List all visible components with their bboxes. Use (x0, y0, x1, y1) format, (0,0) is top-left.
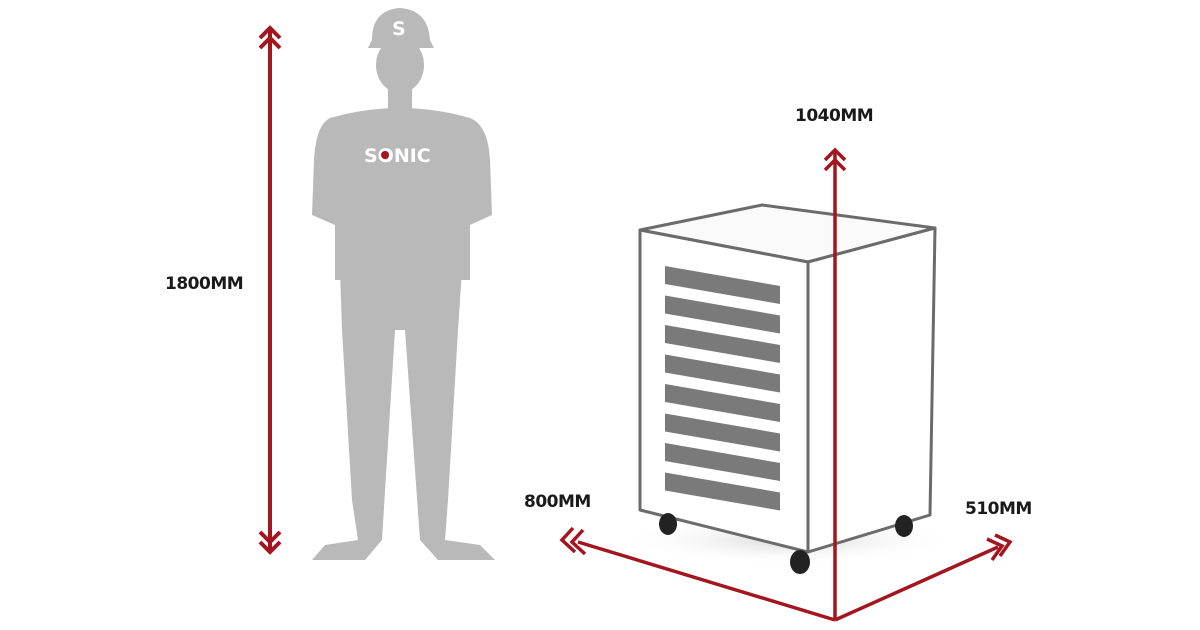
person-shirt-logo: SONIC (364, 145, 431, 167)
caster-wheel (659, 513, 677, 535)
cabinet-dimension-arrows (559, 147, 1013, 622)
cabinet-depth-label: 510MM (965, 499, 1032, 519)
cabinet-height-label: 1040MM (795, 106, 873, 126)
person-height-label: 1800MM (165, 274, 243, 294)
drawer-front (665, 413, 780, 452)
cabinet-side (806, 226, 937, 554)
logo-dot-icon (381, 151, 389, 159)
caster-wheel (895, 515, 913, 537)
drawer-front (665, 295, 780, 334)
drawer-front (665, 354, 780, 393)
cabinet-width-label: 800MM (524, 492, 591, 512)
caster-wheel (790, 550, 810, 574)
drawer-front (665, 472, 780, 511)
drawer-front (665, 325, 780, 363)
person-height-arrow (258, 25, 282, 555)
person-silhouette (312, 8, 495, 560)
tool-cabinet (638, 203, 937, 554)
drawer-front (665, 266, 780, 304)
drawer-front (665, 443, 780, 481)
drawer-group (665, 266, 780, 511)
casters (659, 513, 913, 574)
helmet-logo: S (392, 18, 406, 40)
drawer-front (665, 384, 780, 422)
